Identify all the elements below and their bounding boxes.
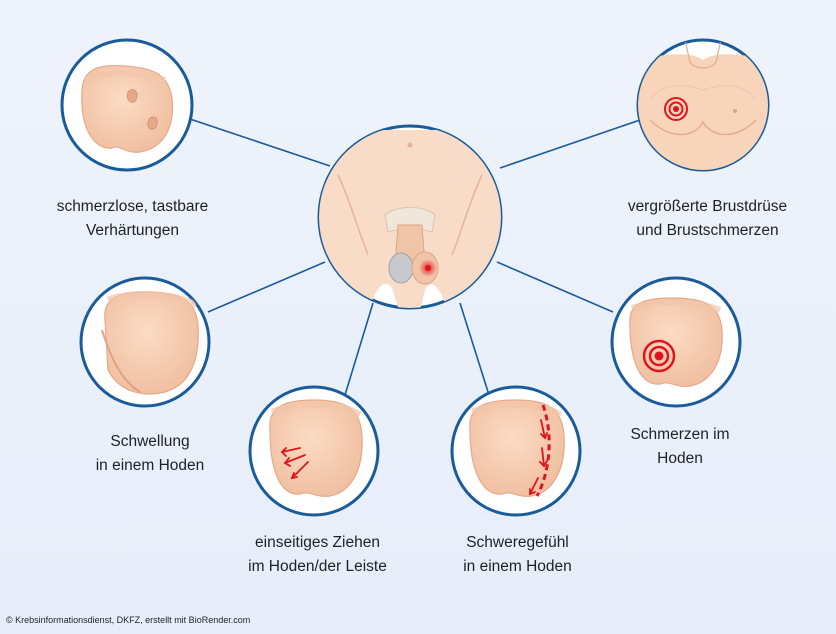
connector-swelling [207, 261, 326, 313]
connector-pain [496, 261, 614, 313]
label-heaviness: Schweregefühl in einem Hoden [463, 534, 572, 575]
label-swelling: Schwellung in einem Hoden [95, 433, 205, 474]
pain-target-icon [610, 276, 742, 408]
lump-icon [60, 38, 194, 172]
label-hardening: schmerzlose, tastbare Verhärtungen [56, 198, 209, 239]
connector-heaviness [459, 302, 490, 396]
swelling-icon [79, 276, 211, 408]
connector-breast [499, 119, 641, 169]
connector-hardening [189, 118, 331, 167]
center-body-illustration [317, 124, 503, 310]
connector-pulling [344, 302, 374, 396]
pulling-arrows-icon [248, 385, 380, 517]
label-pain: Schmerzen im Hoden [630, 426, 730, 467]
label-breast: vergrößerte Brustdrüse und Brustschmerze… [627, 198, 788, 239]
label-pulling: einseitiges Ziehen im Hoden/der Leiste [248, 534, 387, 575]
heaviness-arrow-icon [450, 385, 582, 517]
connector-lines [189, 118, 641, 396]
breast-pain-icon [636, 38, 770, 172]
credit-line: © Krebsinformationsdienst, DKFZ, erstell… [6, 615, 251, 625]
